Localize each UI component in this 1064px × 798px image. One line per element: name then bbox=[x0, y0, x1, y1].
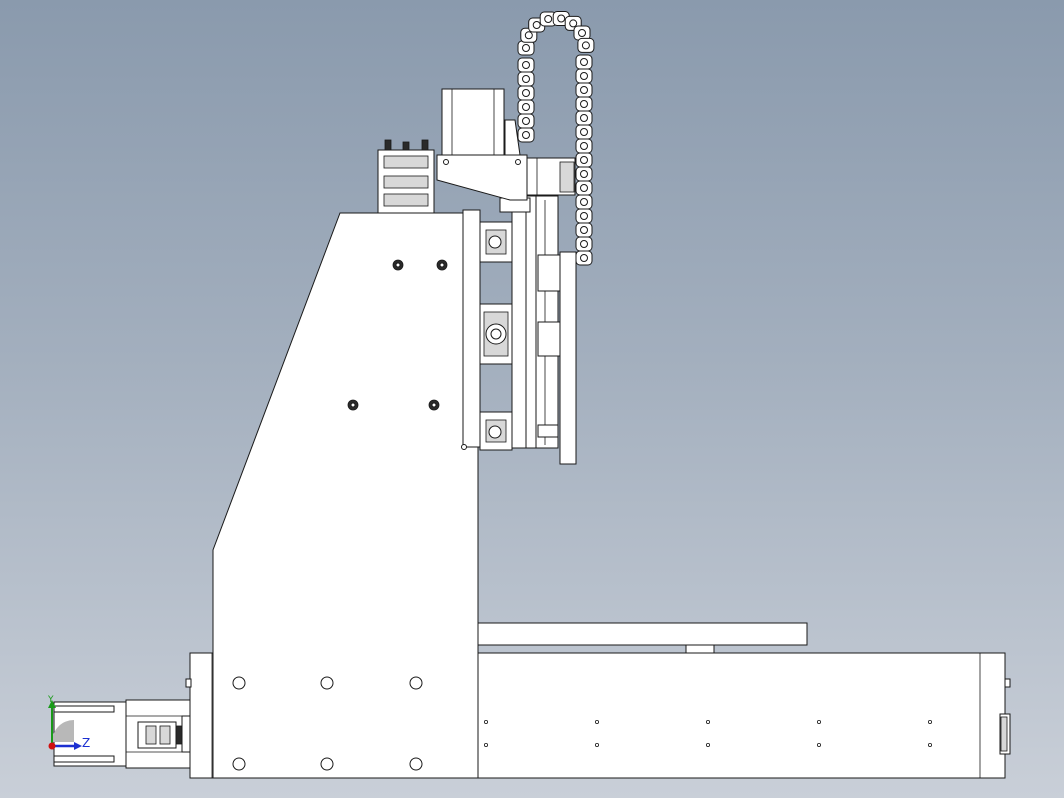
rail-mount-dots bbox=[483, 720, 933, 748]
work-table[interactable] bbox=[477, 622, 808, 654]
chain-link-pin bbox=[569, 19, 578, 28]
chain-link-pin bbox=[580, 100, 588, 108]
spindle-mount-plate bbox=[559, 251, 577, 465]
chain-link-pin bbox=[580, 254, 588, 262]
chain-link-pin bbox=[522, 131, 530, 139]
chain-link-pin bbox=[522, 89, 530, 97]
chain-link-pin bbox=[580, 86, 588, 94]
chain-link-pin bbox=[580, 142, 588, 150]
chain-link-pin bbox=[580, 184, 588, 192]
chain-link-pin bbox=[580, 212, 588, 220]
chain-link-pin bbox=[522, 103, 530, 111]
top-bearing-stack[interactable] bbox=[377, 139, 435, 214]
chain-link-pin bbox=[522, 61, 530, 69]
stepper-motor-top[interactable] bbox=[436, 88, 576, 201]
z-axis-label: Z bbox=[82, 736, 90, 750]
chain-link-pin bbox=[522, 44, 530, 52]
axis-triad: Z Y bbox=[47, 695, 90, 750]
base-mount-holes bbox=[232, 676, 423, 771]
chain-link-pin bbox=[578, 29, 586, 37]
chain-link-pin bbox=[580, 114, 588, 122]
chain-link-pin bbox=[532, 21, 541, 29]
chain-link-pin bbox=[580, 198, 588, 206]
chain-link-pin bbox=[580, 72, 588, 80]
chain-link-pin bbox=[580, 170, 588, 178]
cable-drag-chain[interactable] bbox=[517, 11, 595, 266]
chain-link-pin bbox=[522, 117, 530, 125]
chain-link-pin bbox=[580, 128, 588, 136]
column-bolt-heads bbox=[347, 259, 448, 411]
chain-link-pin bbox=[580, 240, 588, 248]
chain-link-pin bbox=[524, 31, 533, 40]
z-axis-carriage[interactable] bbox=[461, 195, 577, 465]
chain-link-pin bbox=[544, 15, 553, 23]
gantry-column[interactable] bbox=[212, 212, 479, 779]
y-axis-label: Y bbox=[47, 695, 54, 705]
chain-link-pin bbox=[581, 41, 590, 50]
chain-link-pin bbox=[580, 226, 588, 234]
chain-link-pin bbox=[522, 75, 530, 83]
chain-link-pin bbox=[580, 58, 588, 66]
chain-link-pin bbox=[557, 14, 566, 23]
chain-link-pin bbox=[580, 156, 588, 164]
shaft-coupling[interactable] bbox=[137, 715, 191, 753]
